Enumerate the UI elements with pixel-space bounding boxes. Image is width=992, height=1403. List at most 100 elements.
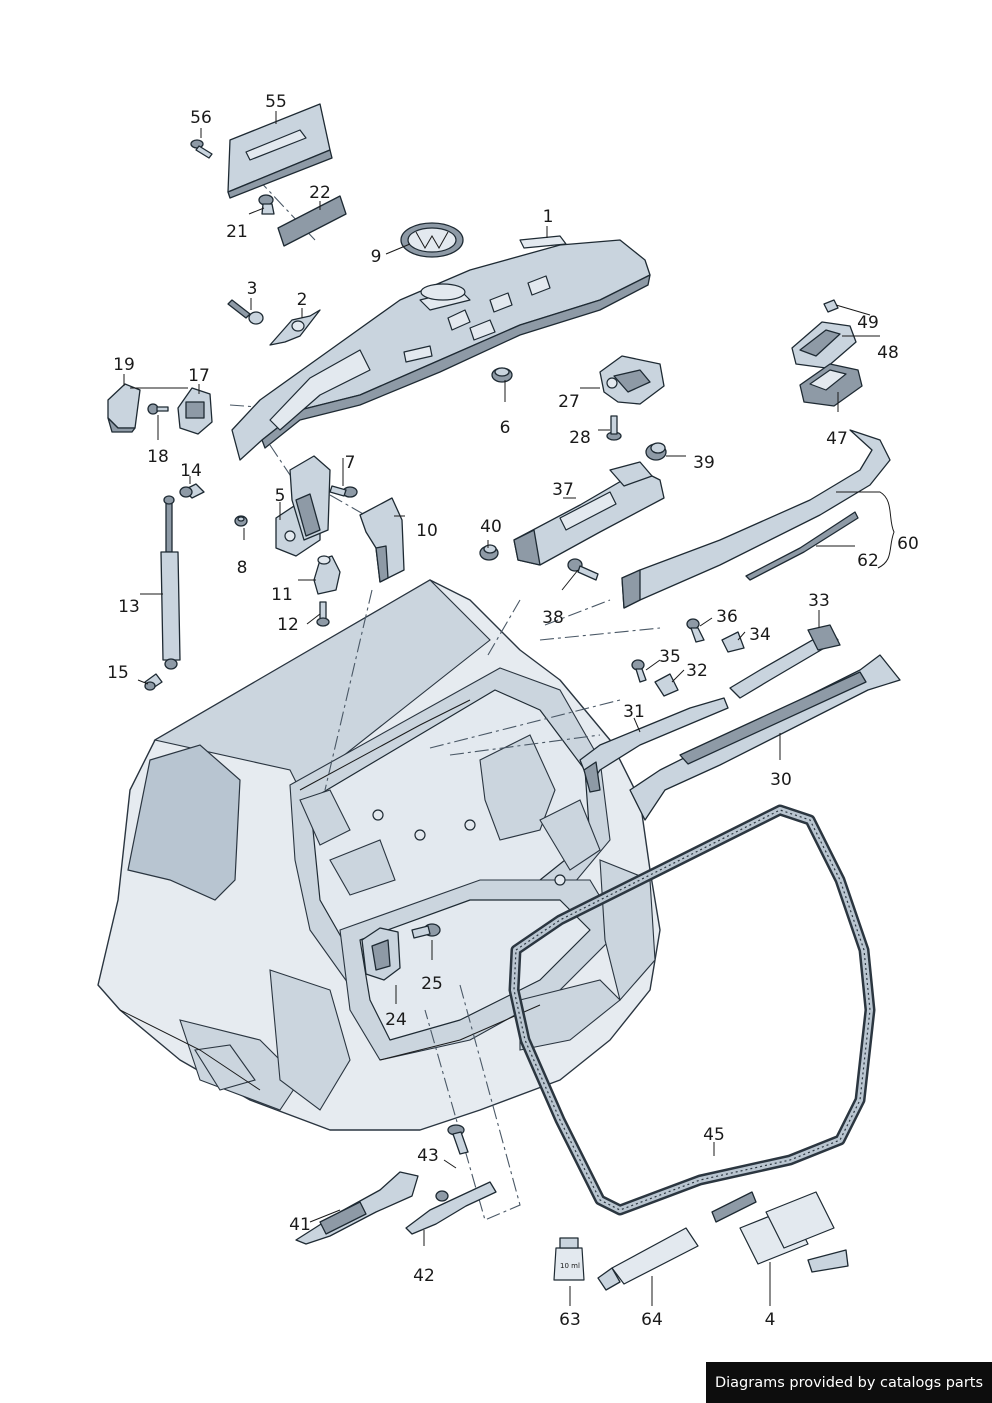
- callout-15: 15: [107, 663, 129, 683]
- callout-30: 30: [770, 770, 792, 790]
- vw-emblem: [400, 222, 464, 258]
- bottle-63: 10 ml: [553, 1237, 585, 1281]
- callout-45: 45: [703, 1125, 725, 1145]
- credit-text: Diagrams provided by catalogs parts: [714, 1374, 984, 1391]
- callout-60: 60: [897, 534, 919, 554]
- sealant-tube-64: [597, 1227, 699, 1291]
- clip-32: [654, 673, 679, 697]
- callout-38: 38: [542, 608, 564, 628]
- bracket-2: [269, 309, 321, 346]
- clip-21: [258, 194, 275, 215]
- callout-numbers: 1 2 3 4 5 6 7 8 9 10 11 12 13 14 15 17 1…: [107, 92, 919, 1330]
- switch-housing-47: [799, 363, 863, 407]
- screw-38: [567, 558, 599, 581]
- callout-49: 49: [857, 313, 879, 333]
- callout-24: 24: [385, 1010, 407, 1030]
- clip-3: [227, 299, 264, 325]
- clip-36: [686, 618, 705, 643]
- callout-32: 32: [686, 661, 708, 681]
- buffer-24: [361, 927, 401, 981]
- callout-6: 6: [500, 418, 511, 438]
- cover-10: [359, 497, 405, 583]
- lock-41: [295, 1171, 419, 1245]
- handle-switch-48: [791, 321, 857, 369]
- screw-25: [411, 923, 441, 939]
- bracket-17: [177, 387, 213, 435]
- callout-63: 63: [559, 1310, 581, 1330]
- callout-56: 56: [190, 108, 212, 128]
- ball-stud-14: [179, 483, 205, 499]
- callout-33: 33: [808, 591, 830, 611]
- tailgate-trim-panel: [231, 235, 651, 461]
- callout-8: 8: [237, 558, 248, 578]
- callout-55: 55: [265, 92, 287, 112]
- callout-25: 25: [421, 974, 443, 994]
- callout-21: 21: [226, 222, 248, 242]
- callout-37: 37: [552, 480, 574, 500]
- latch-27: [599, 355, 665, 405]
- callout-43: 43: [417, 1146, 439, 1166]
- callout-1: 1: [543, 207, 554, 227]
- callout-39: 39: [693, 453, 715, 473]
- trim-strip-62: [745, 511, 859, 581]
- bump-stop-40: [479, 544, 499, 561]
- callout-9: 9: [371, 247, 382, 267]
- seal-plate-22: [277, 195, 347, 247]
- bracket-31: [579, 697, 729, 793]
- screw-56: [190, 139, 213, 159]
- clip-34: [721, 631, 745, 653]
- vehicle-body: [97, 579, 661, 1131]
- credit-banner: Diagrams provided by catalogs parts: [706, 1362, 992, 1403]
- callout-27: 27: [558, 392, 580, 412]
- nut-8: [234, 515, 248, 527]
- cap-19: [107, 383, 141, 433]
- callout-10: 10: [416, 521, 438, 541]
- nut-49: [823, 299, 839, 313]
- callout-17: 17: [188, 366, 210, 386]
- callout-42: 42: [413, 1266, 435, 1286]
- bolt-28: [606, 415, 622, 441]
- bump-stop-39: [645, 442, 667, 461]
- callout-47: 47: [826, 429, 848, 449]
- bracket-11: [313, 555, 341, 595]
- callout-13: 13: [118, 597, 140, 617]
- trim-30: [629, 654, 901, 821]
- callout-3: 3: [247, 279, 258, 299]
- bolt-12: [316, 601, 330, 627]
- callout-36: 36: [716, 607, 738, 627]
- callout-48: 48: [877, 343, 899, 363]
- grommet-6: [491, 367, 513, 383]
- callout-14: 14: [180, 461, 202, 481]
- callout-62: 62: [857, 551, 879, 571]
- ball-stud-15: [144, 673, 163, 691]
- bolt-43: [447, 1124, 469, 1155]
- bracket-33: [729, 624, 841, 699]
- callout-2: 2: [297, 290, 308, 310]
- actuator-37: [513, 461, 665, 566]
- screw-18: [147, 403, 169, 415]
- door-seal-45: [508, 804, 876, 1216]
- callout-12: 12: [277, 615, 299, 635]
- bolt-7: [329, 485, 358, 498]
- callout-7: 7: [345, 453, 356, 473]
- callout-4: 4: [765, 1310, 776, 1330]
- callout-22: 22: [309, 183, 331, 203]
- cartridge-4: [711, 1191, 849, 1273]
- callout-19: 19: [113, 355, 135, 375]
- handle-cover-55: [227, 103, 333, 199]
- gas-strut-13: [160, 495, 181, 670]
- callout-11: 11: [271, 585, 293, 605]
- bracket-42: [405, 1181, 497, 1235]
- callout-34: 34: [749, 625, 771, 645]
- clip-35: [631, 659, 647, 683]
- callout-5: 5: [275, 486, 286, 506]
- spoiler-60: [621, 429, 891, 609]
- callout-35: 35: [659, 647, 681, 667]
- callout-41: 41: [289, 1215, 311, 1235]
- hinge-5: [275, 455, 331, 557]
- bottle-label: 10 ml: [560, 1262, 580, 1270]
- callout-18: 18: [147, 447, 169, 467]
- callout-40: 40: [480, 517, 502, 537]
- callout-28: 28: [569, 428, 591, 448]
